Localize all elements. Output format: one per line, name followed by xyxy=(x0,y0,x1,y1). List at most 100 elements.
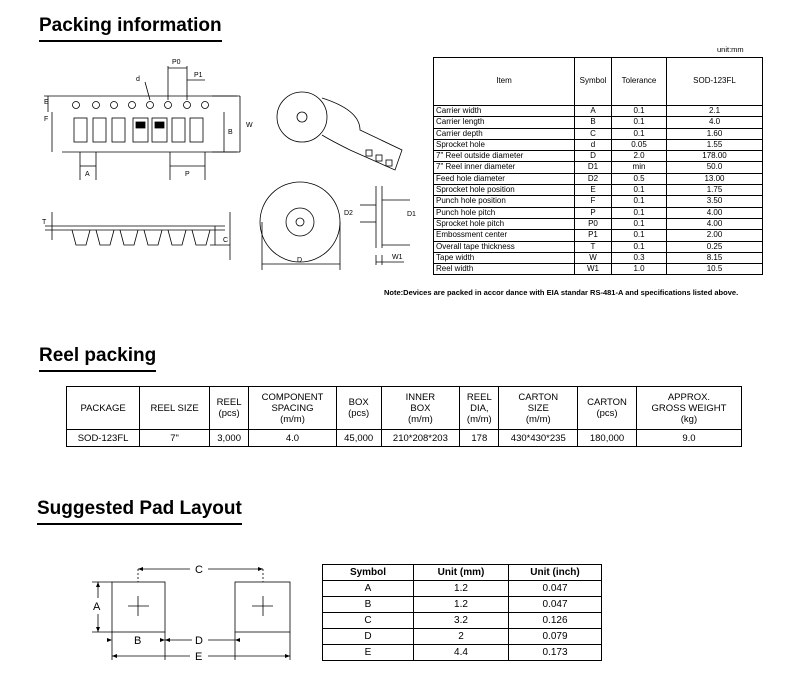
reel-header-line: (m/m) xyxy=(280,413,305,425)
cell-tolerance: min xyxy=(611,161,667,174)
cell-item: Embossment center xyxy=(433,229,575,242)
unit-label: unit:mm xyxy=(717,45,744,54)
cell-item: Carrier depth xyxy=(433,127,575,140)
cell-symbol: P0 xyxy=(574,217,612,231)
reel-header-line: BOX xyxy=(410,402,431,414)
cell-item: Punch hole position xyxy=(433,195,575,208)
cell-symbol: B xyxy=(574,116,612,129)
pad-cell-mm: 3.2 xyxy=(413,612,509,629)
reel-header-line: APPROX. xyxy=(667,391,711,403)
reel-cell: 430*430*235 xyxy=(498,429,579,447)
cell-symbol: E xyxy=(574,184,612,197)
pad-cell-mm: 2 xyxy=(413,628,509,645)
reel-header-line: CARTON xyxy=(518,391,559,403)
pad-cell-symbol: E xyxy=(322,644,414,661)
reel-header-line: (m/m) xyxy=(525,413,551,425)
pad-col-inch: Unit (inch) xyxy=(508,564,602,581)
col-sod123fl: SOD-123FL xyxy=(666,57,763,106)
label-d2: D2 xyxy=(344,210,353,217)
cell-symbol: F xyxy=(574,195,612,208)
packing-note: Note:Devices are packed in accor dance w… xyxy=(384,288,739,297)
pad-label-c: C xyxy=(195,564,203,576)
reel-header-line: (pcs) xyxy=(348,408,370,419)
label-b: B xyxy=(228,129,233,136)
pad-label-e: E xyxy=(195,651,202,663)
cell-item: 7" Reel outside diameter xyxy=(433,150,575,163)
pad-cell-inch: 0.079 xyxy=(508,628,602,645)
reel-header: PACKAGE xyxy=(65,386,141,430)
label-w1: W1 xyxy=(392,254,403,261)
cell-tolerance: 0.1 xyxy=(611,195,667,208)
reel-header-line: (pcs) xyxy=(218,408,240,419)
cell-value: 2.1 xyxy=(666,104,763,118)
packing-spec-table: Item Symbol Tolerance SOD-123FL Carrier … xyxy=(433,57,763,276)
cell-tolerance: 1.0 xyxy=(611,263,667,276)
cell-value: 3.50 xyxy=(666,195,763,208)
reel-header-line: GROSS WEIGHT xyxy=(651,402,727,414)
reel-header-line: SPACING xyxy=(271,402,314,414)
reel-header-line: REEL xyxy=(466,391,492,403)
pad-cell-mm: 4.4 xyxy=(413,644,509,661)
cell-item: Tape width xyxy=(433,251,575,265)
reel-cell: SOD-123FL xyxy=(65,429,141,447)
label-a: A xyxy=(85,171,90,178)
reel-header: REEL(pcs) xyxy=(209,386,250,430)
cell-value: 0.25 xyxy=(666,240,763,253)
cell-symbol: C xyxy=(574,127,612,140)
pad-cell-symbol: C xyxy=(322,612,414,629)
reel-header-line: INNER xyxy=(405,391,436,403)
cell-symbol: D2 xyxy=(574,172,612,186)
reel-cell: 4.0 xyxy=(248,429,337,447)
col-symbol: Symbol xyxy=(574,57,612,106)
cell-item: Sprocket hole position xyxy=(433,184,575,197)
reel-cell: 9.0 xyxy=(635,429,743,447)
cell-item: Overall tape thickness xyxy=(433,240,575,253)
col-item: Item xyxy=(433,57,575,106)
cell-item: Reel width xyxy=(433,263,575,276)
cell-value: 4.0 xyxy=(666,116,763,129)
cell-tolerance: 0.1 xyxy=(611,240,667,253)
label-p1: P1 xyxy=(194,72,203,79)
label-f: F xyxy=(44,116,48,123)
pad-col-mm: Unit (mm) xyxy=(413,564,509,581)
pad-label-b: B xyxy=(134,635,141,647)
cell-symbol: D xyxy=(574,150,612,163)
cell-value: 2.00 xyxy=(666,229,763,242)
cell-symbol: A xyxy=(574,104,612,118)
reel-header-line: CARTON xyxy=(587,397,627,408)
pad-cell-symbol: B xyxy=(322,596,414,613)
label-p: P xyxy=(185,171,190,178)
reel-header-line: REEL SIZE xyxy=(150,402,199,414)
reel-cell: 3,000 xyxy=(209,429,250,447)
cell-item: Carrier width xyxy=(433,104,575,118)
pad-label-d: D xyxy=(195,635,203,647)
cell-tolerance: 0.05 xyxy=(611,138,667,152)
cell-item: Sprocket hole pitch xyxy=(433,217,575,231)
cell-tolerance: 0.1 xyxy=(611,184,667,197)
col-tolerance: Tolerance xyxy=(611,57,667,106)
pad-layout-diagram: C A B D E xyxy=(92,564,291,663)
reel-header: BOX(pcs) xyxy=(335,386,382,430)
pad-col-symbol: Symbol xyxy=(322,564,414,581)
cell-tolerance: 0.1 xyxy=(611,104,667,118)
reel-header-line: (kg) xyxy=(680,413,698,425)
reel-header-line: BOX xyxy=(348,397,369,408)
reel-header-line: REEL xyxy=(216,397,242,408)
reel-cell: 180,000 xyxy=(577,429,637,447)
cell-symbol: T xyxy=(574,240,612,253)
reel-header-line: (m/m) xyxy=(466,413,492,425)
